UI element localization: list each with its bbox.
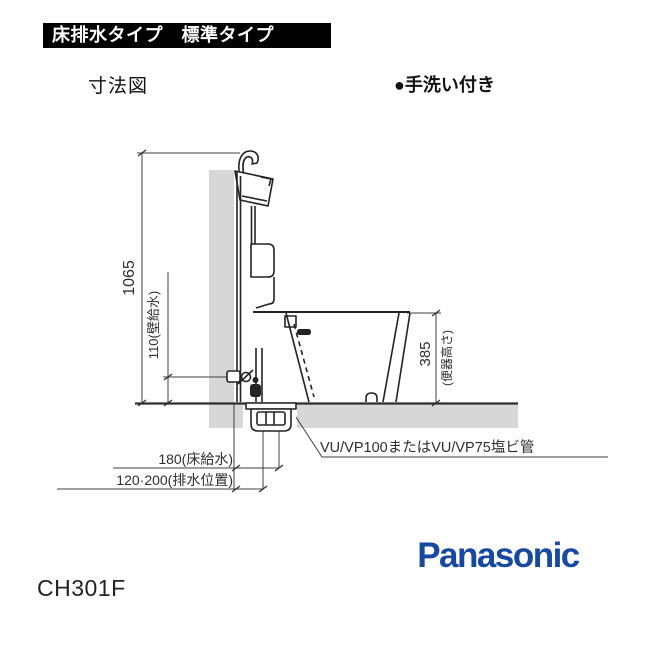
wall-supply-label: 110(壁給水)	[146, 291, 161, 359]
stop-valve	[250, 384, 261, 397]
type-header-banner: 床排水タイプ 標準タイプ	[43, 23, 331, 48]
panasonic-logo: Panasonic	[417, 536, 580, 575]
toilet-profile	[226, 150, 411, 432]
wall-band	[209, 170, 234, 404]
model-number: CH301F	[37, 575, 126, 601]
flush-unit	[250, 243, 275, 278]
handwash-feature-label: ●手洗い付き	[394, 75, 495, 95]
bowl-right-outer	[395, 312, 411, 403]
drain-pipe-note-label: VU/VP100またはVU/VP75塩ビ管	[320, 439, 534, 456]
floor-supply-label: 180(床給水)	[158, 451, 233, 467]
bowl-right-inner	[382, 312, 400, 403]
drawing-title: 寸法図	[88, 76, 149, 97]
bowl-height-label: 385	[417, 341, 434, 366]
drain-position-label: 120·200(排水位置)	[116, 472, 233, 488]
handwash-spout	[238, 150, 259, 177]
bowl-trap-dashed	[293, 323, 315, 398]
bowl-height-note-label: (便器高さ)	[439, 330, 454, 386]
fixing-bolt	[365, 392, 378, 402]
overall-height-label: 1065	[121, 260, 138, 296]
wall-supply-fitting	[226, 370, 241, 383]
dimension-ticks	[137, 149, 441, 493]
drain-flange	[245, 402, 297, 410]
bowl-left-outer	[285, 312, 310, 403]
